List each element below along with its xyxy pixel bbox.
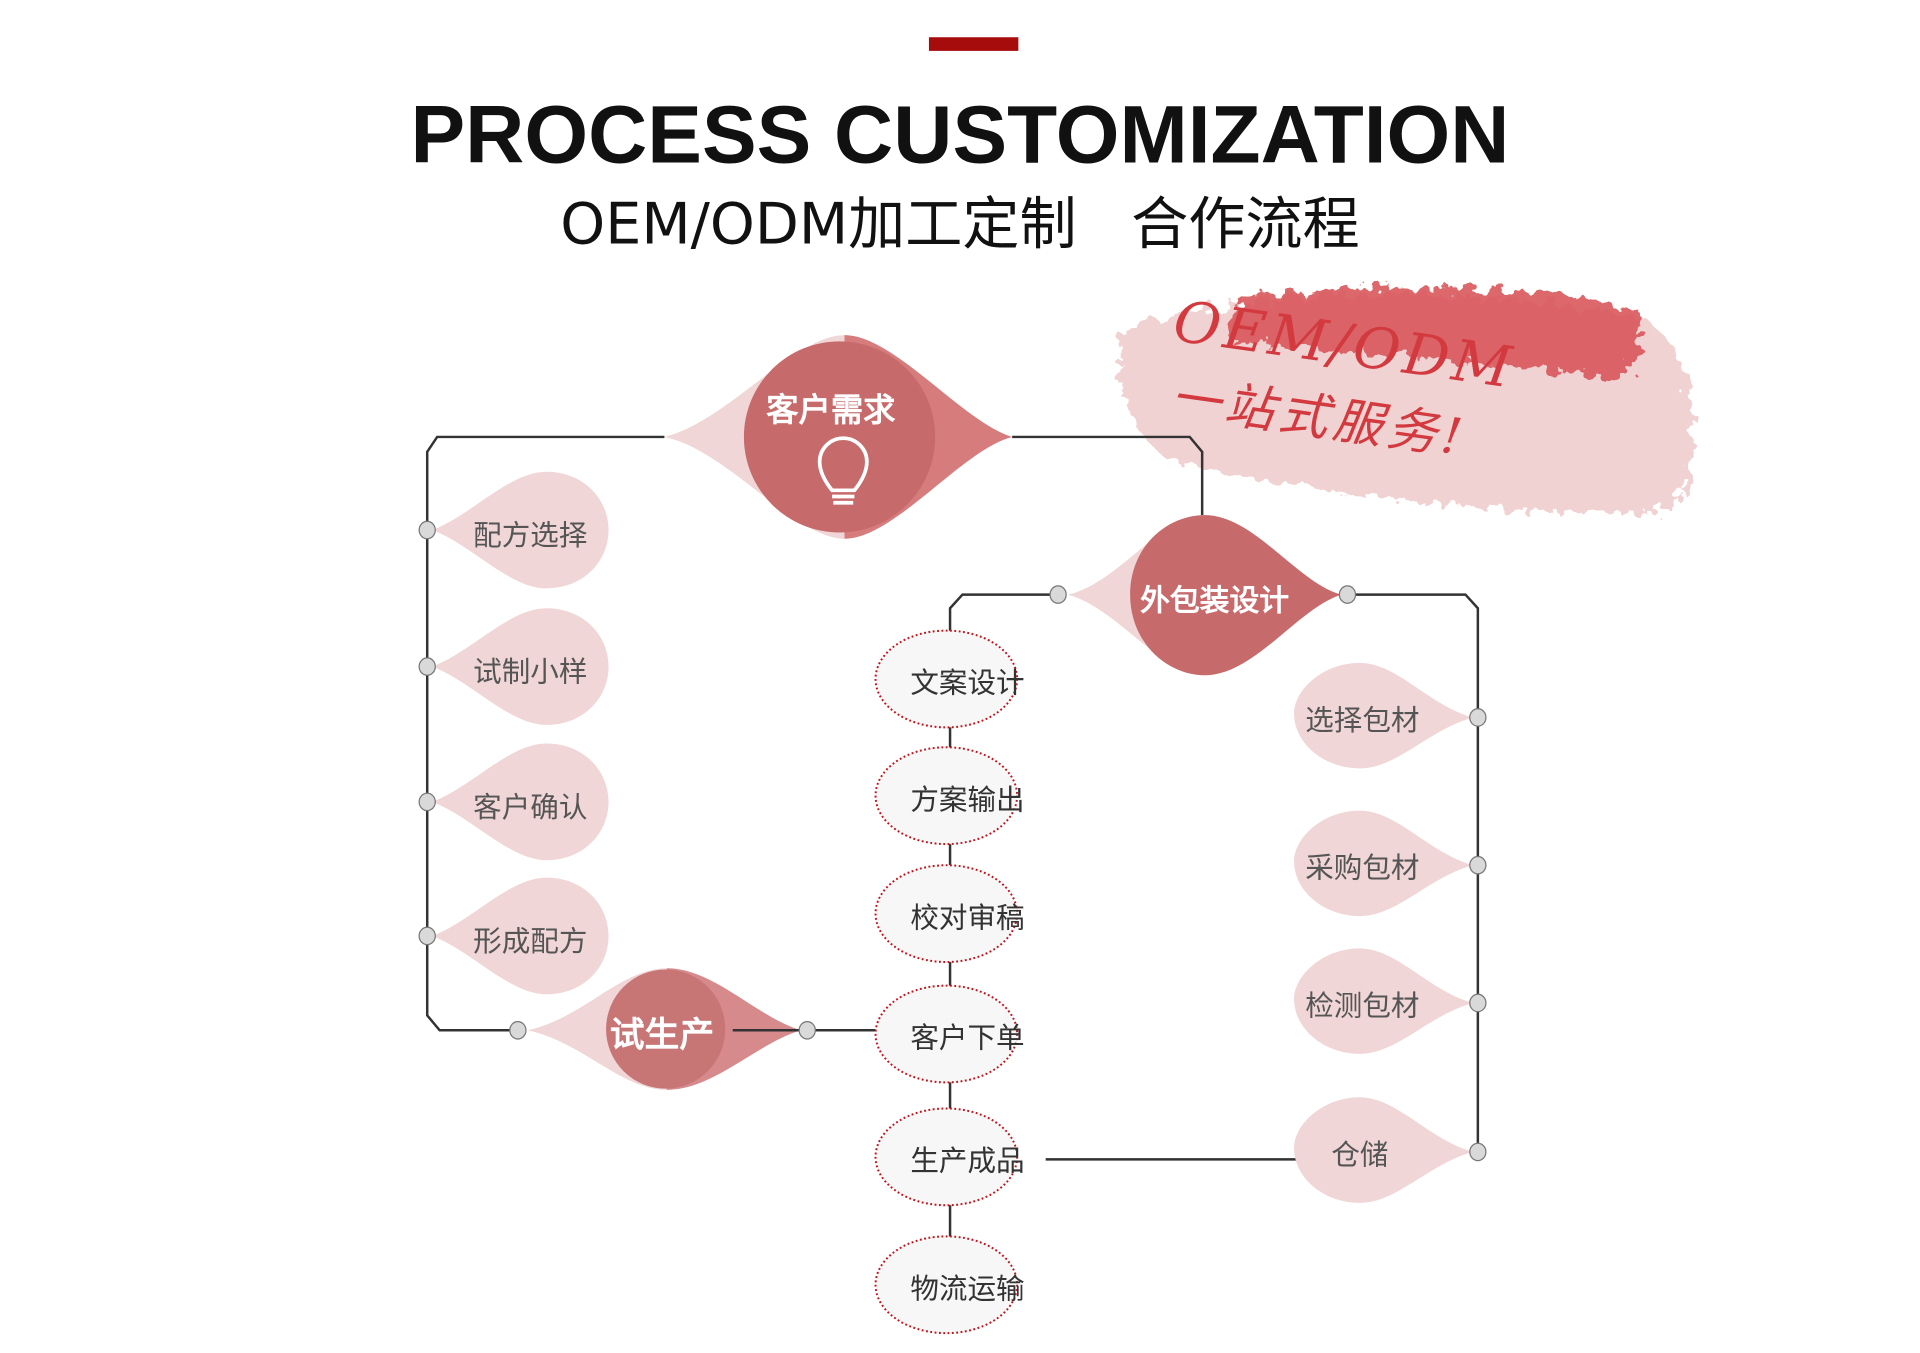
packaging-step-label: 检测包材 [1305,990,1420,1023]
page-title: PROCESS CUSTOMIZATION [410,88,1510,180]
accent-bar [928,37,1019,51]
connector-dot [418,520,436,540]
node-label-customer-demand: 客户需求 [766,392,896,430]
connector-dot [1338,585,1357,604]
packaging-step-3[interactable] [1294,948,1473,1054]
formula-step-1[interactable] [432,471,609,589]
production-step-1[interactable] [874,629,1019,729]
connector-dot [418,792,436,812]
formula-step-label: 形成配方 [473,926,588,959]
packaging-step-4[interactable] [1294,1097,1473,1203]
production-step-label: 校对审稿 [910,902,1025,935]
production-step-4[interactable] [874,984,1019,1084]
formula-step-2[interactable] [432,608,609,725]
production-step-label: 客户下单 [910,1022,1025,1056]
connector-top-right [1012,435,1204,516]
node-label-trial-production: 试生产 [609,1014,715,1056]
formula-step-label: 配方选择 [473,520,588,553]
packaging-step-label: 选择包材 [1305,705,1420,738]
formula-step-3[interactable] [432,743,609,861]
connector-dot [418,926,436,946]
connector-dot [1469,1142,1487,1162]
connector-packaging-left [948,593,1059,634]
page-subtitle: OEM/ODM加工定制 合作流程 [560,189,1360,257]
production-step-label: 文案设计 [910,667,1025,701]
production-step-label: 物流运输 [910,1273,1025,1306]
connector-dot [1049,585,1067,604]
connector-left-loop [425,435,665,1032]
formula-step-label: 试制小样 [473,656,588,689]
production-step-label: 方案输出 [910,784,1025,817]
production-step-5[interactable] [874,1107,1019,1207]
production-step-2[interactable] [874,746,1019,846]
lightbulb-icon [817,436,869,505]
connector-dot [418,657,436,676]
node-label-packaging-design: 外包装设计 [1140,583,1290,619]
formula-step-label: 客户确认 [473,791,588,825]
connector-dot [1469,708,1487,727]
connector-packaging-right [1347,593,1480,1152]
production-step-label: 生产成品 [910,1145,1025,1178]
production-step-6[interactable] [874,1235,1019,1335]
formula-step-4[interactable] [432,877,609,995]
connector-dot [509,1020,527,1040]
connector-dot [1469,855,1487,875]
packaging-step-label: 采购包材 [1305,852,1420,886]
production-step-3[interactable] [874,864,1019,964]
packaging-step-1[interactable] [1294,662,1473,769]
packaging-step-2[interactable] [1294,810,1473,917]
packaging-step-label: 仓储 [1331,1139,1389,1172]
connector-dot [798,1020,816,1040]
connector-dot [1469,993,1487,1013]
